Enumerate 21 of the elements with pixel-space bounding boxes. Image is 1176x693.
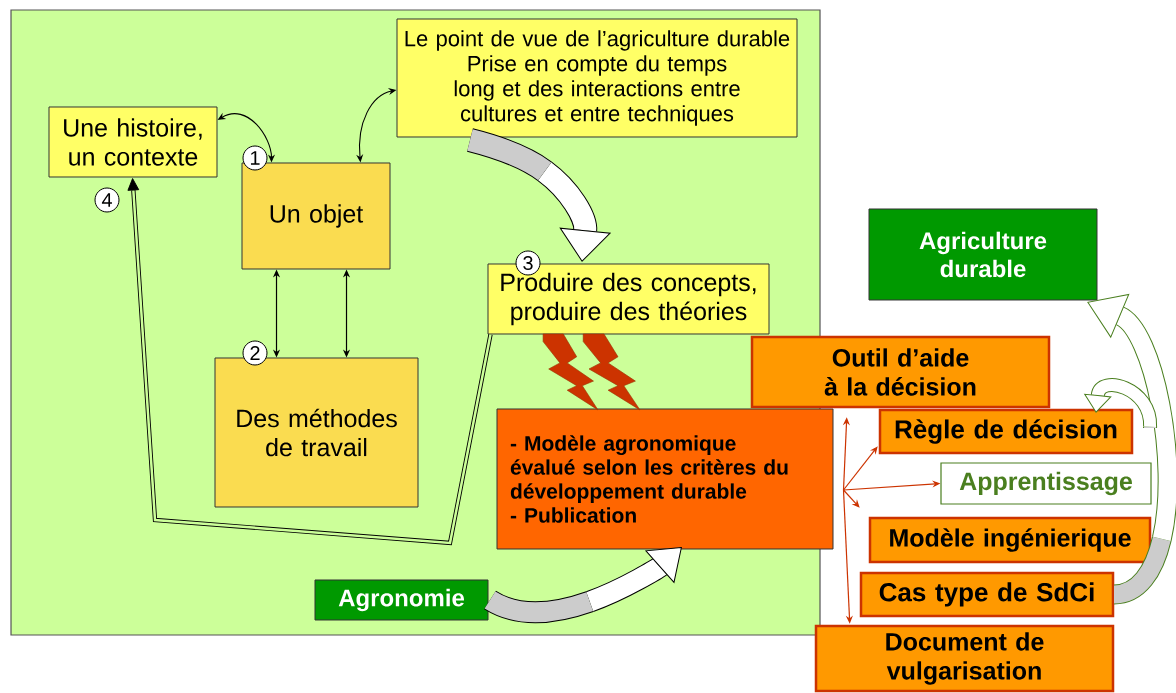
block-arrow (484, 547, 682, 624)
output-box: Modèle ingénierique (868, 516, 1152, 564)
output-box: Cas type de SdCi (859, 571, 1115, 618)
block-arrow (1087, 293, 1176, 605)
text-box: Une histoire, un contexte (48, 106, 218, 178)
lightning-arrow (582, 333, 641, 411)
callout-number: 3 (515, 250, 541, 276)
output-box: Outil d’aide à la décision (750, 335, 1051, 409)
arrow (842, 446, 878, 491)
lightning-arrow (542, 333, 599, 411)
arrow (842, 489, 860, 508)
block-arrow (1084, 378, 1158, 429)
callout-number: 4 (94, 187, 120, 213)
label-box: Apprentissage (940, 462, 1152, 505)
text-box: Le point de vue de l’agriculture durable Prise en compte du temps long et des interactions entre cultures et entre techniques (396, 18, 798, 138)
title-box: Agronomie (314, 579, 489, 621)
double-line-arrow (127, 178, 493, 546)
title-box: Agriculture durable (868, 208, 1098, 301)
output-box: Document de vulgarisation (814, 624, 1115, 693)
output-box: Règle de décision (878, 408, 1134, 455)
block-arrow (467, 128, 611, 262)
